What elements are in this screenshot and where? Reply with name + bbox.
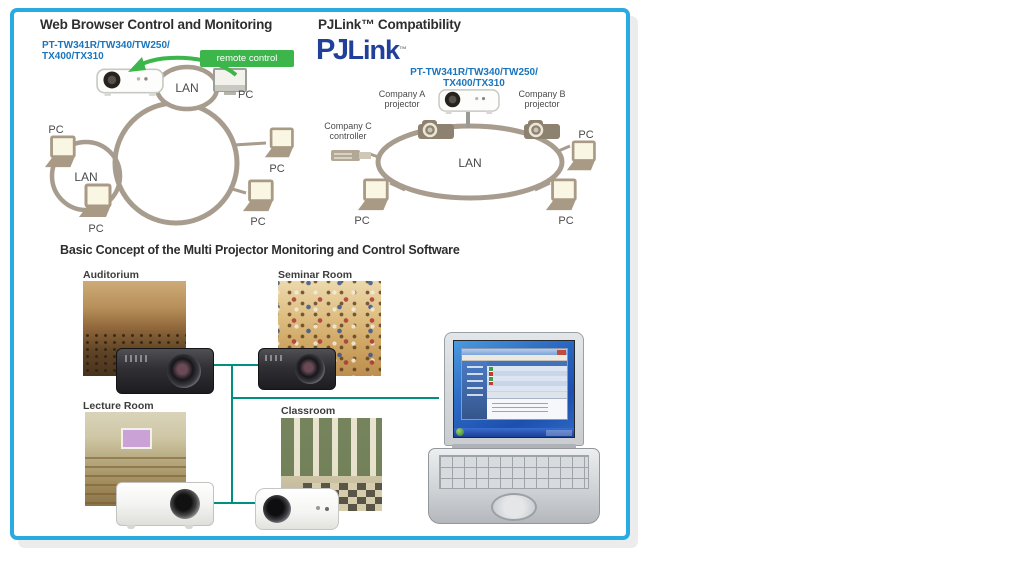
classroom-projector [255, 488, 339, 530]
pc-label: PC [354, 215, 369, 227]
taskbar [454, 428, 574, 437]
projector-buttons [315, 505, 320, 510]
company-a-label: Company A projector [378, 89, 426, 109]
pc-laptop-icon [242, 179, 275, 213]
laptop-base [428, 448, 600, 524]
pc-laptop-icon [264, 127, 295, 159]
pjlink-section-title: PJLink™ Compatibility [318, 17, 461, 32]
web-model-line2: TX400/TX310 [42, 50, 104, 62]
pc-laptop-icon [44, 135, 77, 169]
start-orb-icon [456, 428, 464, 436]
monitoring-software-window [461, 347, 568, 420]
projector-feet [126, 525, 135, 529]
lan-top-label: LAN [175, 81, 198, 95]
projector-lens [262, 495, 291, 523]
projector-lens [169, 489, 200, 519]
web-model-line1: PT-TW341R/TW340/TW250/ [42, 40, 170, 51]
pjlink-logo-link: Link [347, 35, 400, 65]
status-dots [489, 366, 494, 386]
room-label-seminar: Seminar Room [278, 269, 353, 281]
network-line-top [204, 364, 262, 366]
table-rows [487, 366, 567, 393]
lecture-projector [116, 482, 214, 529]
pc-label: PC [88, 223, 103, 235]
monitoring-laptop [428, 332, 600, 528]
web-model-list: PT-TW341R/TW340/TW250/ TX400/TX310 [42, 40, 170, 62]
projector-vents [124, 355, 150, 363]
laptop-screen [444, 332, 584, 446]
lan-left-label: LAN [74, 170, 97, 184]
pjlink-model-list: PT-TW341R/TW340/TW250/ TX400/TX310 [374, 67, 574, 89]
connector [389, 181, 406, 192]
network-line-trunk [231, 364, 233, 504]
pc-label: PC [250, 216, 265, 228]
pc-label: PC [238, 89, 253, 101]
pc-label: PC [269, 163, 284, 175]
lan-label: LAN [458, 156, 481, 170]
company-c-controller-icon [331, 150, 371, 161]
projector-lens [295, 354, 326, 384]
concept-section-title: Basic Concept of the Multi Projector Mon… [60, 243, 460, 257]
system-tray [545, 429, 572, 436]
pjlink-model-line1: PT-TW341R/TW340/TW250/ [410, 67, 538, 78]
window-sidebar-tree [462, 360, 488, 419]
connector [233, 141, 267, 147]
projector-icon [96, 68, 164, 97]
lecture-screen [121, 427, 152, 449]
seminar-projector [258, 348, 336, 390]
web-section-title: Web Browser Control and Monitoring [40, 17, 273, 32]
projector-lens [166, 354, 201, 388]
room-label-auditorium: Auditorium [83, 269, 139, 281]
company-b-projector-icon [522, 118, 562, 140]
projector-icon [438, 89, 500, 115]
room-label-lecture: Lecture Room [83, 400, 154, 412]
laptop-keyboard [439, 455, 589, 489]
pjlink-logo: PJLink™ [316, 34, 407, 66]
pjlink-logo-pj: PJ [316, 34, 349, 66]
window-titlebar [462, 348, 567, 356]
laptop-display [453, 340, 575, 438]
connector [555, 144, 571, 154]
company-b-label: Company B projector [518, 89, 566, 109]
network-line-bottom [204, 502, 264, 504]
pjlink-logo-tm: ™ [399, 45, 407, 54]
main-lan-ring [112, 100, 240, 226]
projector-status-table [487, 360, 567, 393]
product-diagram-panel: Web Browser Control and Monitoring PT-TW… [10, 8, 630, 540]
connector [369, 152, 382, 160]
pjlink-lan-diagram: LAN PC PC PC [331, 89, 597, 227]
table-header [487, 360, 567, 367]
room-label-classroom: Classroom [281, 405, 336, 417]
company-c-label: Company C controller [324, 121, 372, 141]
pc-laptop-icon [78, 183, 113, 219]
web-lan-diagram: LAN PC PC LAN PC PC PC [44, 55, 295, 235]
pjlink-model-line2: TX400/TX310 [443, 77, 505, 89]
auditorium-projector [116, 348, 214, 394]
pc-label: PC [578, 129, 593, 141]
laptop-hinge [452, 444, 576, 450]
projector-vents [265, 354, 285, 361]
arrowhead [128, 57, 146, 72]
log-panel [487, 397, 567, 419]
network-line-to-laptop [231, 397, 439, 399]
pc-label: PC [48, 124, 63, 136]
pc-laptop-icon [566, 140, 597, 172]
remote-control-tag: remote control [200, 50, 294, 67]
classroom-photo [281, 418, 382, 511]
remote-control-arrow [139, 55, 238, 77]
pc-laptop-icon [357, 178, 390, 212]
laptop-touchpad [491, 493, 537, 521]
window-menubar [462, 355, 567, 361]
company-a-projector-icon [416, 118, 456, 140]
pc-label: PC [558, 215, 573, 227]
connector [228, 186, 247, 195]
window-close-button [556, 349, 566, 355]
connector [534, 181, 551, 192]
